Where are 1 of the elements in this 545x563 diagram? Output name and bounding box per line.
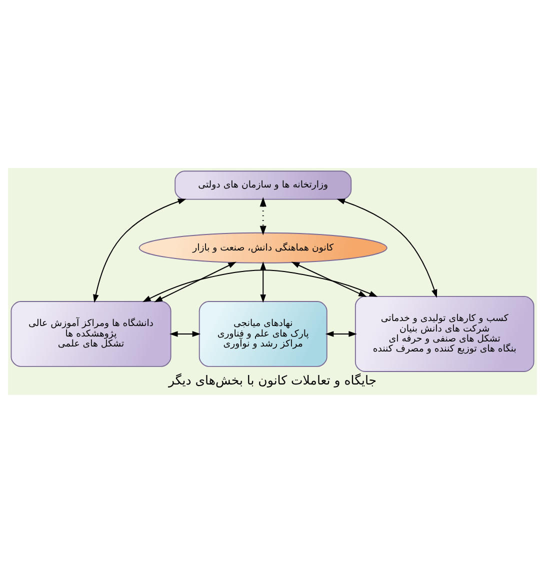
caption: جایگاه و تعاملات کانون با بخش‌های دیگر (168, 372, 377, 388)
